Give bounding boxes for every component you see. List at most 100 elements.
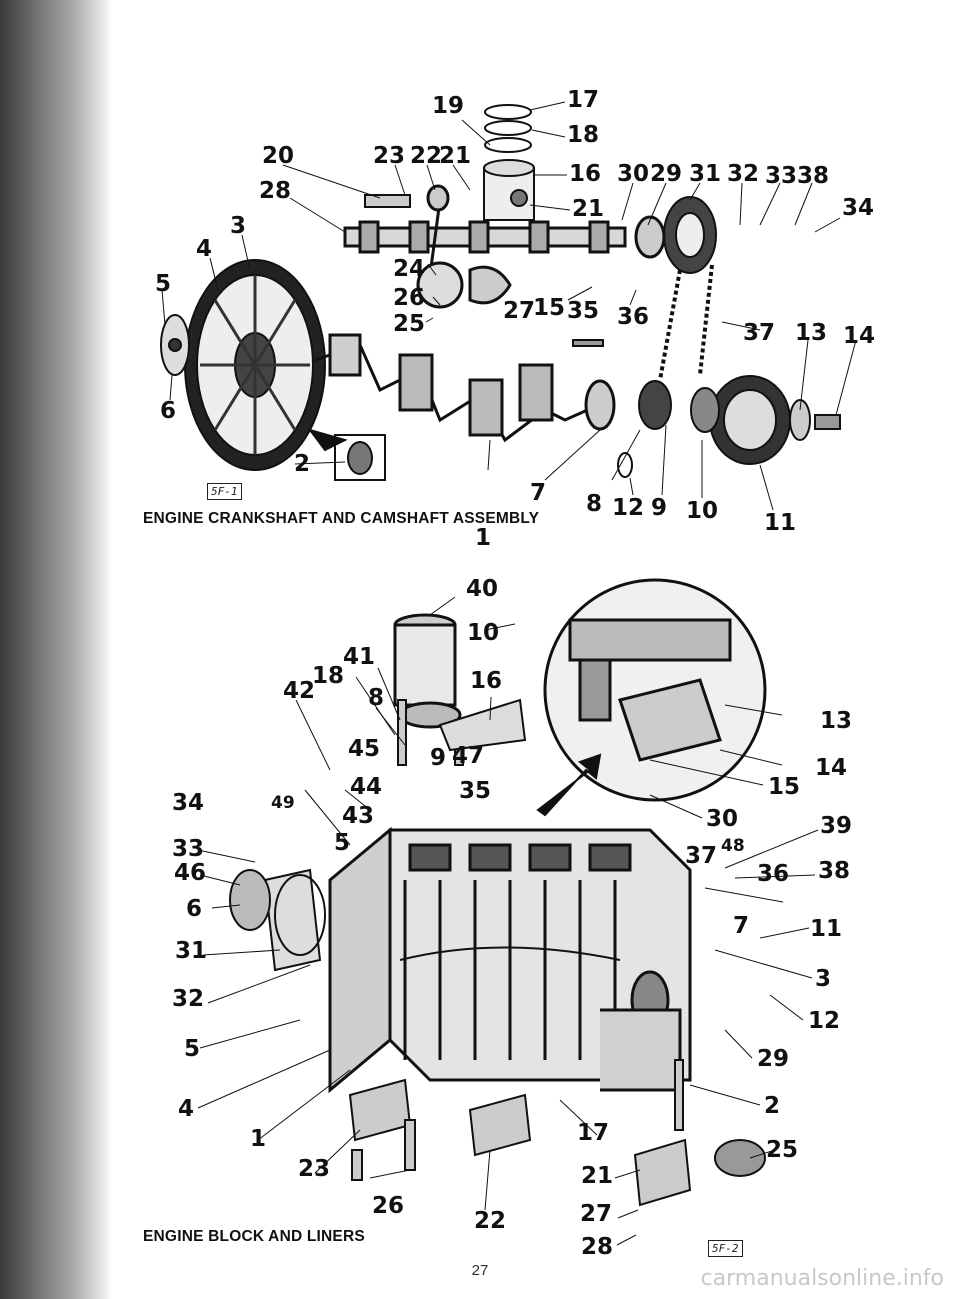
part-callout: 5: [334, 830, 351, 856]
camshaft-drawing: [343, 215, 666, 259]
part-callout: 29: [757, 1046, 790, 1072]
part-callout: 25: [393, 311, 426, 337]
part-callout: 37: [685, 843, 718, 869]
part-callout: 5: [155, 271, 172, 297]
part-callout: 31: [689, 161, 722, 187]
part-callout: 39: [820, 813, 853, 839]
part-callout: 22: [474, 1208, 507, 1234]
key-drawing: [572, 339, 604, 347]
part-callout: 38: [818, 858, 851, 884]
engine-block-drawing: [328, 826, 692, 1094]
part-callout: 9: [651, 495, 668, 521]
part-callout: 8: [586, 491, 603, 517]
part-callout: 2: [764, 1093, 781, 1119]
watermark: carmanualsonline.info: [700, 1266, 944, 1291]
part-callout: 1: [475, 525, 492, 551]
part-callout: 16: [569, 161, 602, 187]
dowel-drawing: [404, 1119, 416, 1171]
part-callout: 46: [174, 860, 207, 886]
piston-drawing: [483, 104, 535, 221]
part-callout: 6: [160, 398, 177, 424]
part-callout: 22: [410, 143, 443, 169]
part-callout: 35: [459, 778, 492, 804]
part-callout: 28: [259, 178, 292, 204]
figure-caption: ENGINE CRANKSHAFT AND CAMSHAFT ASSEMBLY: [143, 510, 540, 527]
part-callout: 5: [184, 1036, 201, 1062]
part-callout: 30: [617, 161, 650, 187]
part-callout: 33: [765, 163, 798, 189]
rear-plate-drawing: [229, 868, 326, 972]
part-callout: 12: [612, 495, 645, 521]
part-callout: 19: [432, 93, 465, 119]
part-callout: 21: [439, 143, 472, 169]
part-callout: 8: [368, 685, 385, 711]
part-callout: 43: [342, 803, 375, 829]
page-number: 27: [471, 1262, 489, 1279]
part-callout: 47: [452, 743, 485, 769]
part-callout: 34: [842, 195, 875, 221]
part-callout: 33: [172, 836, 205, 862]
part-callout: 34: [172, 790, 205, 816]
part-callout: 14: [843, 323, 876, 349]
part-callout: 31: [175, 938, 208, 964]
part-callout: 20: [262, 143, 295, 169]
part-callout: 29: [650, 161, 683, 187]
cylinder-liner-drawing: [393, 613, 462, 729]
flywheel-drawing: [184, 259, 326, 471]
part-callout: 9: [430, 745, 447, 771]
part-callout: 41: [343, 644, 376, 670]
circlip-drawing: [617, 452, 633, 478]
part-callout: 38: [797, 163, 830, 189]
part-callout: 15: [768, 774, 801, 800]
part-callout: 3: [230, 213, 247, 239]
part-callout: 45: [348, 736, 381, 762]
figure-reference-tag: 5F-1: [207, 483, 242, 500]
part-callout: 3: [815, 966, 832, 992]
main-bearing-cap-drawing: [468, 1093, 532, 1157]
part-callout: 7: [530, 480, 547, 506]
figure-reference-tag: 5F-2: [708, 1240, 743, 1257]
part-callout: 17: [577, 1120, 610, 1146]
part-callout: 26: [372, 1193, 405, 1219]
part-callout: 14: [815, 755, 848, 781]
dowel-drawing: [351, 1149, 363, 1181]
part-callout: 30: [706, 806, 739, 832]
timing-chain-drawing: [638, 196, 720, 433]
figure-caption: ENGINE BLOCK AND LINERS: [143, 1228, 365, 1245]
dowel-drawing: [674, 1059, 684, 1131]
flange-plate-drawing: [160, 314, 190, 376]
part-callout: 32: [172, 986, 205, 1012]
part-callout: 18: [312, 663, 345, 689]
part-callout: 24: [393, 256, 426, 282]
inset-arrow-drawing: [536, 753, 602, 817]
part-callout: 11: [764, 510, 797, 536]
part-callout: 36: [617, 304, 650, 330]
bracket-drawing: [438, 698, 527, 752]
part-callout: 25: [766, 1137, 799, 1163]
part-callout: 23: [373, 143, 406, 169]
detail-inset-circle: [543, 578, 767, 802]
part-callout: 17: [567, 87, 600, 113]
part-callout: 49: [271, 793, 295, 813]
part-callout: 13: [795, 320, 828, 346]
part-callout: 36: [757, 861, 790, 887]
part-callout: 27: [580, 1201, 613, 1227]
spigot-bearing-drawing: [347, 441, 373, 475]
part-callout: 21: [572, 196, 605, 222]
part-callout: 35: [567, 298, 600, 324]
crankshaft-drawing: [314, 333, 616, 443]
part-callout: 48: [721, 836, 745, 856]
part-callout: 4: [178, 1096, 195, 1122]
part-callout: 27: [503, 298, 536, 324]
part-callout: 37: [743, 320, 776, 346]
part-callout: 10: [686, 498, 719, 524]
part-callout: 12: [808, 1008, 841, 1034]
part-callout: 21: [581, 1163, 614, 1189]
stud-drawing: [397, 699, 407, 766]
part-callout: 40: [466, 576, 499, 602]
gudgeon-pin-drawing: [364, 194, 411, 208]
part-callout: 10: [467, 620, 500, 646]
part-callout: 42: [283, 678, 316, 704]
